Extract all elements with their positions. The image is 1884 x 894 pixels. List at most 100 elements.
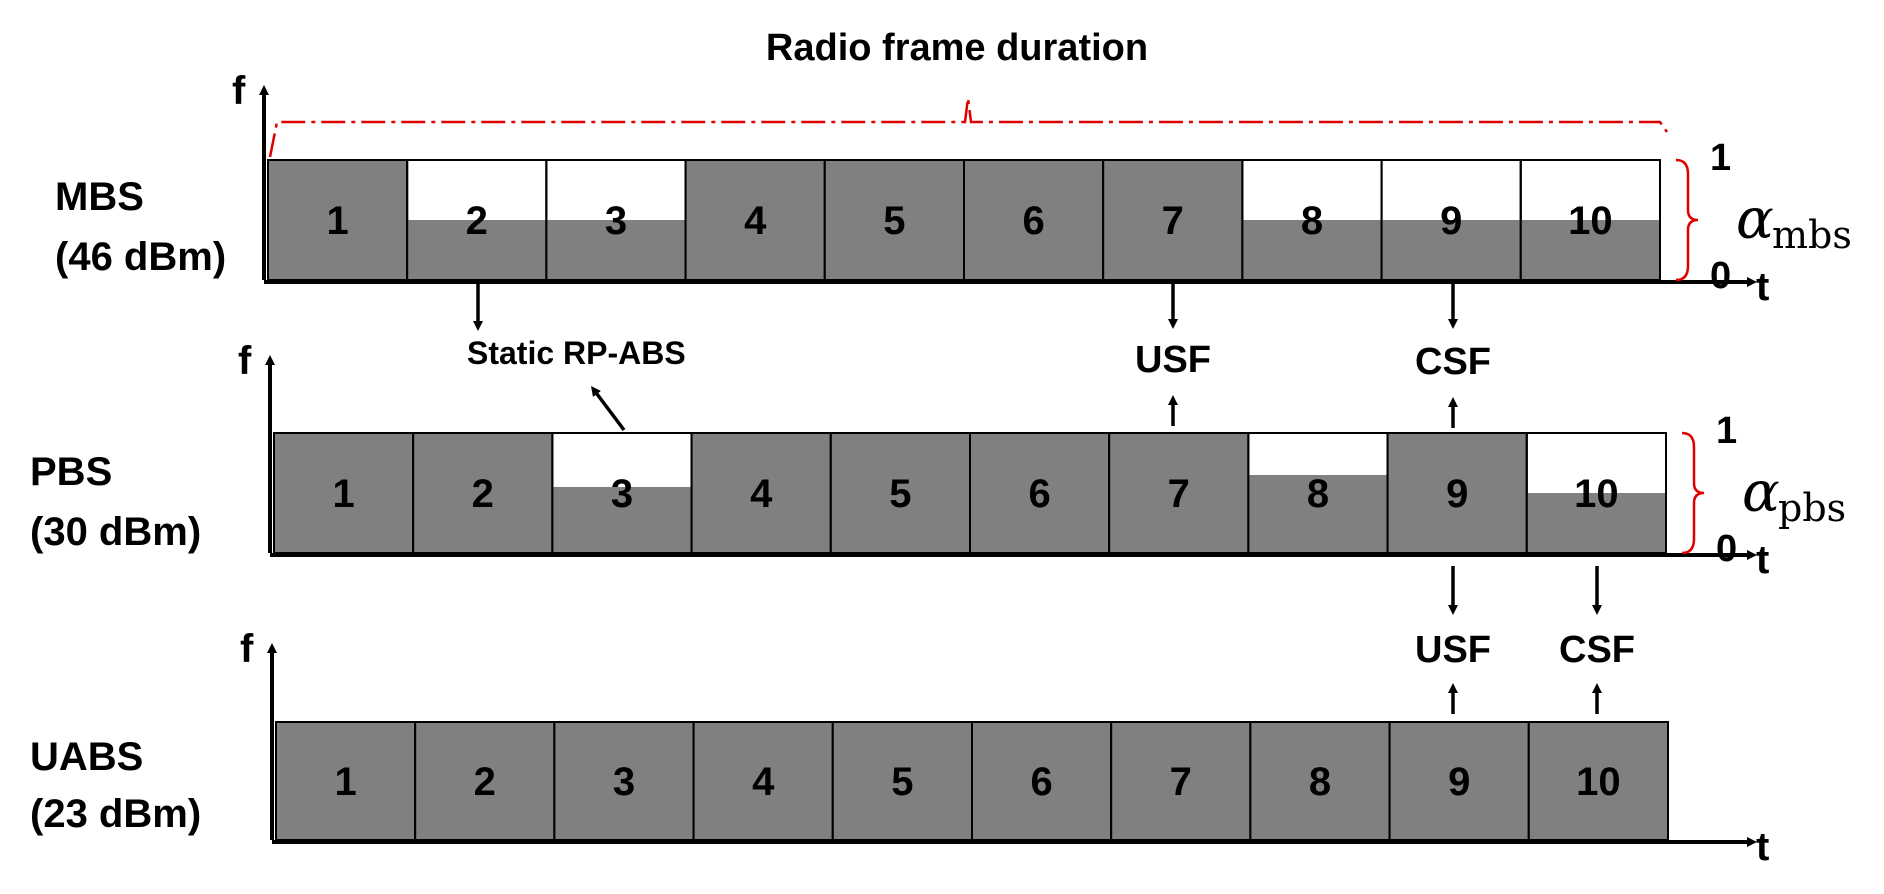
subframe-fill bbox=[832, 722, 972, 840]
subframe-fill bbox=[685, 160, 825, 280]
radio-frame-bracket bbox=[268, 97, 1669, 158]
subframe-number: 9 bbox=[1440, 199, 1462, 243]
mbs-csf-label: CSF bbox=[1415, 341, 1491, 383]
subframe-fill bbox=[276, 722, 416, 840]
subframe-fill bbox=[824, 160, 964, 280]
subframe-number: 7 bbox=[1162, 199, 1184, 243]
subframe-fill bbox=[1242, 220, 1382, 280]
subframe-fill bbox=[407, 220, 547, 280]
mbs-alpha-subscript: mbs bbox=[1772, 213, 1852, 257]
subframe-fill bbox=[554, 722, 694, 840]
subframe-fill bbox=[546, 220, 686, 280]
mbs-subframe-6: 6 bbox=[963, 159, 1105, 281]
subframe-fill bbox=[268, 160, 408, 280]
mbs-f-label: f bbox=[232, 69, 246, 113]
subframe-fill bbox=[1109, 433, 1249, 553]
pbs-f-label: f bbox=[238, 339, 252, 383]
subframe-number: 2 bbox=[472, 472, 494, 516]
subframe-number: 10 bbox=[1574, 472, 1619, 516]
subframe-number: 7 bbox=[1168, 472, 1190, 516]
subframe-number: 8 bbox=[1309, 760, 1331, 804]
uabs-subframe-9: 9 bbox=[1388, 721, 1530, 841]
subframe-fill bbox=[1528, 722, 1668, 840]
subframe-fill bbox=[1250, 722, 1390, 840]
subframe-number: 5 bbox=[891, 760, 913, 804]
subframe-number: 5 bbox=[889, 472, 911, 516]
mbs-subframe-7: 7 bbox=[1102, 159, 1244, 281]
uabs-subframe-1: 1 bbox=[275, 721, 417, 841]
subframe-number: 6 bbox=[1028, 472, 1050, 516]
subframe-fill bbox=[1381, 220, 1521, 280]
uabs-subframe-10: 10 bbox=[1527, 721, 1670, 841]
uabs-subframe-5: 5 bbox=[831, 721, 973, 841]
pbs-alpha-brace bbox=[1681, 431, 1705, 555]
subframe-fill bbox=[1103, 160, 1243, 280]
pbs-subframe-1: 1 bbox=[273, 432, 415, 554]
pbs-subframe-5: 5 bbox=[829, 432, 971, 554]
uabs-name-label: UABS bbox=[30, 735, 143, 779]
subframe-number: 5 bbox=[883, 199, 905, 243]
subframe-number: 4 bbox=[744, 199, 767, 243]
subframe-fill bbox=[970, 433, 1110, 553]
subframe-number: 6 bbox=[1030, 760, 1052, 804]
mbs-subframe-3: 3 bbox=[545, 159, 687, 281]
subframe-number: 9 bbox=[1446, 472, 1468, 516]
subframe-number: 10 bbox=[1576, 760, 1621, 804]
pbs-power-label: (30 dBm) bbox=[30, 510, 201, 554]
uabs-subframe-7: 7 bbox=[1110, 721, 1252, 841]
subframe-number: 6 bbox=[1022, 199, 1044, 243]
mbs-alpha-symbol: α bbox=[1736, 187, 1774, 252]
subframe-number: 2 bbox=[474, 760, 496, 804]
subframe-number: 7 bbox=[1170, 760, 1192, 804]
mbs-subframe-4: 4 bbox=[684, 159, 826, 281]
pbs-subframe-2: 2 bbox=[412, 432, 554, 554]
subframe-fill bbox=[1520, 220, 1660, 280]
static-diag-arrow bbox=[591, 386, 626, 432]
pbs-t-label: t bbox=[1756, 538, 1769, 582]
subframe-fill bbox=[1526, 493, 1666, 553]
pbs-subframe-8: 8 bbox=[1247, 432, 1389, 554]
subframe-number: 8 bbox=[1307, 472, 1329, 516]
mbs-subframe-5: 5 bbox=[823, 159, 965, 281]
annotations: Static RP-ABS USF CSF USF CSF bbox=[467, 283, 1635, 714]
mbs-subframe-1: 1 bbox=[267, 159, 409, 281]
uabs-subframe-6: 6 bbox=[971, 721, 1113, 841]
mbs-t-label: t bbox=[1756, 265, 1769, 309]
pbs-alpha-subscript: pbs bbox=[1778, 486, 1846, 530]
pbs-subframe-10: 10 bbox=[1525, 432, 1668, 554]
pbs-scale-zero: 0 bbox=[1716, 528, 1737, 570]
mbs-subframe-8: 8 bbox=[1241, 159, 1383, 281]
subframe-fill bbox=[693, 722, 833, 840]
mbs-power-label: (46 dBm) bbox=[55, 235, 226, 279]
subframe-number: 3 bbox=[605, 199, 627, 243]
subframe-fill bbox=[1248, 475, 1388, 553]
subframe-number: 1 bbox=[326, 199, 348, 243]
subframe-number: 3 bbox=[613, 760, 635, 804]
uabs-t-label: t bbox=[1756, 825, 1769, 869]
subframe-number: 10 bbox=[1568, 199, 1613, 243]
subframe-number: 8 bbox=[1301, 199, 1323, 243]
uabs-f-label: f bbox=[240, 627, 254, 671]
subframe-fill bbox=[964, 160, 1104, 280]
pbs-name-label: PBS bbox=[30, 450, 112, 494]
mbs-usf-label: USF bbox=[1135, 339, 1211, 381]
subframe-fill bbox=[274, 433, 414, 553]
subframe-fill bbox=[415, 722, 555, 840]
pbs-alpha-symbol: α bbox=[1742, 460, 1780, 525]
subframe-fill bbox=[1387, 433, 1527, 553]
subframe-fill bbox=[1389, 722, 1529, 840]
pbs-subframe-6: 6 bbox=[969, 432, 1111, 554]
subframe-fill bbox=[552, 487, 692, 553]
subframe-fill bbox=[691, 433, 831, 553]
uabs-power-label: (23 dBm) bbox=[30, 792, 201, 836]
mbs-name-label: MBS bbox=[55, 175, 144, 219]
subframe-fill bbox=[972, 722, 1112, 840]
subframe-number: 1 bbox=[332, 472, 354, 516]
subframe-number: 2 bbox=[466, 199, 488, 243]
pbs-csf-label: CSF bbox=[1559, 629, 1635, 671]
subframe-fill bbox=[830, 433, 970, 553]
mbs-alpha-brace bbox=[1675, 158, 1699, 282]
